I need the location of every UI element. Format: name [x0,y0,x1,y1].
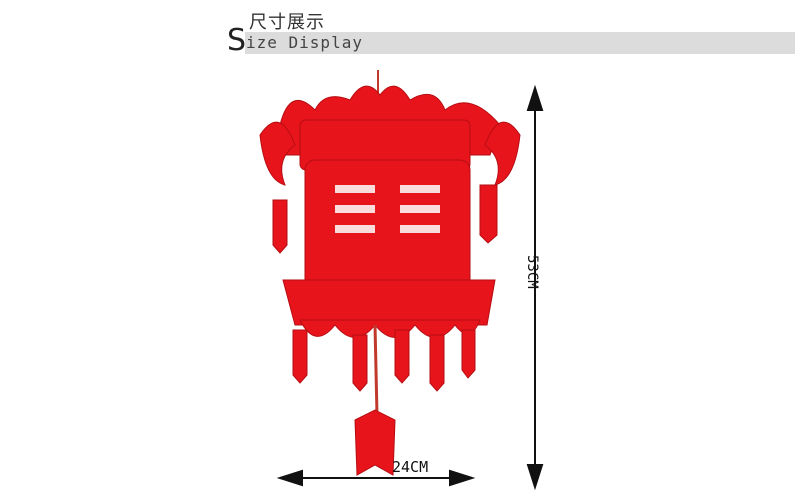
width-arrow-left [276,469,303,487]
height-arrow-top [526,84,544,111]
width-label: 24CM [392,458,429,476]
product-image-lantern [259,70,521,476]
header-title-initial: S [227,23,247,58]
height-label: 53CM [524,255,540,289]
height-arrow-bottom [526,464,544,491]
header-title-cn: 尺寸展示 [249,12,325,33]
width-arrow-right [449,469,476,487]
header-title-en: ize Display [246,33,363,52]
header-bar [245,32,795,54]
